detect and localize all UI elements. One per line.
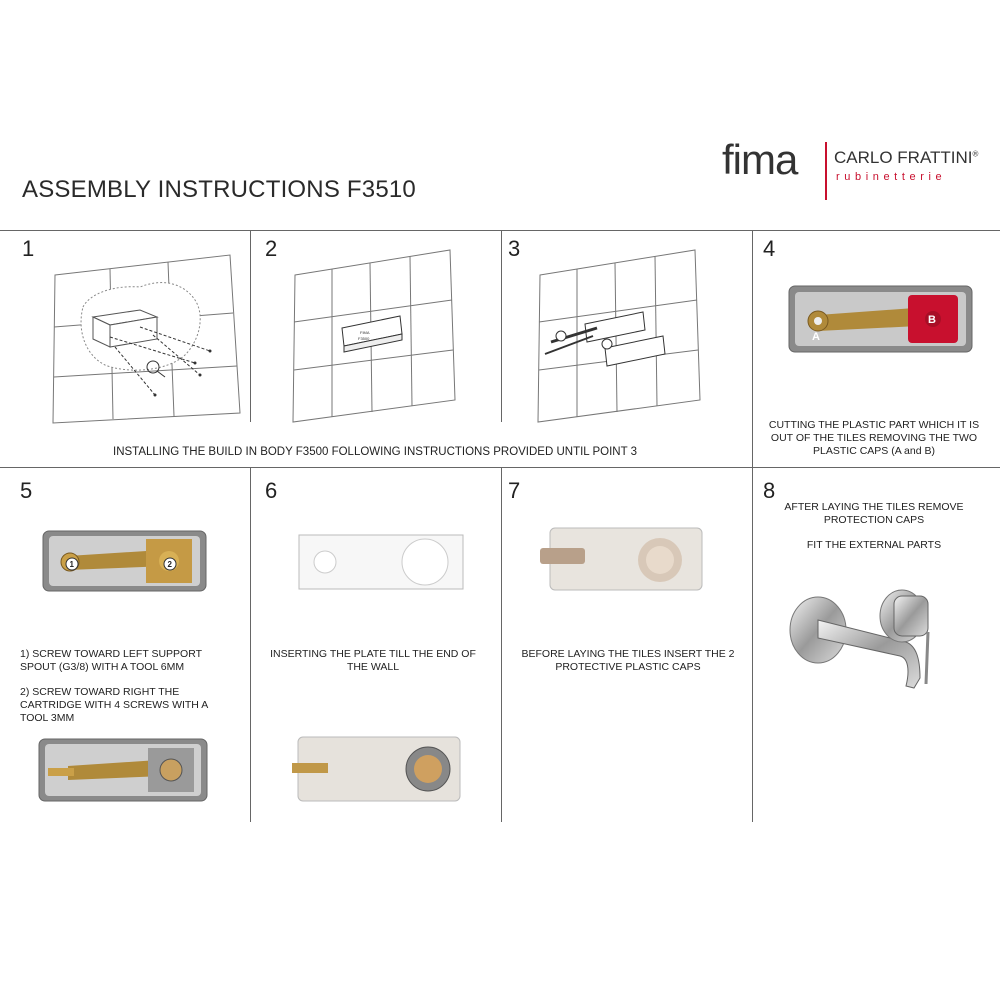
logo-subtitle: rubinetterie <box>836 171 947 183</box>
grid-line-v2-bottom <box>501 467 502 822</box>
grid-line-v3-bottom <box>752 467 753 822</box>
step-2-illustration: FIMA F3500 <box>292 249 456 423</box>
logo-brand: fima <box>722 136 798 183</box>
step-6-plate <box>298 534 464 590</box>
step-number-4: 4 <box>763 236 776 261</box>
logo-name: CARLO FRATTINI® <box>834 148 979 167</box>
step-number-6: 6 <box>265 478 278 503</box>
step-number-2: 2 <box>265 236 278 261</box>
box-label-brand: FIMA <box>360 330 370 335</box>
step-3-illustration <box>537 249 701 423</box>
row1-caption: INSTALLING THE BUILD IN BODY F3500 FOLLO… <box>113 446 637 458</box>
cap-b-label: B <box>928 314 936 326</box>
step-4-photo: A B <box>788 285 973 353</box>
step-8-faucet <box>789 589 930 689</box>
step-8-caption-1: AFTER LAYING THE TILES REMOVE PROTECTION… <box>784 501 964 526</box>
step-5-photo-top: 1 2 <box>42 530 207 592</box>
step-7-photo <box>540 527 703 591</box>
grid-line-v1-bottom <box>250 467 251 822</box>
page-title: ASSEMBLY INSTRUCTIONS F3510 <box>22 176 416 203</box>
step-6-caption: INSERTING THE PLATE TILL THE END OF THE … <box>270 648 476 673</box>
step-number-7: 7 <box>508 478 521 503</box>
step-6-photo-bottom <box>292 736 461 802</box>
step-4-caption: CUTTING THE PLASTIC PART WHICH IT IS OUT… <box>768 419 980 457</box>
grid-line-middle <box>0 467 1000 468</box>
step-7-caption: BEFORE LAYING THE TILES INSERT THE 2 PRO… <box>521 648 735 673</box>
step-number-3: 3 <box>508 236 521 261</box>
grid-line-v3-top <box>752 230 753 467</box>
step-5-caption-2: 2) SCREW TOWARD RIGHT THE CARTRIDGE WITH… <box>20 686 208 724</box>
cap-a-label: A <box>812 331 820 343</box>
step-5-caption-1: 1) SCREW TOWARD LEFT SUPPORT SPOUT (G3/8… <box>20 648 202 673</box>
grid-line-v2-top <box>501 230 502 422</box>
brand-logo: fima CARLO FRATTINI® rubinetterie <box>722 136 992 208</box>
step-number-8: 8 <box>763 478 776 503</box>
box-label-code: F3500 <box>358 336 370 341</box>
step-1-illustration <box>52 254 241 424</box>
step-5-label-1: 1 <box>70 560 75 569</box>
step-number-5: 5 <box>20 478 33 503</box>
grid-line-v1-top <box>250 230 251 422</box>
step-5-label-2: 2 <box>168 560 173 569</box>
step-5-photo-bottom <box>38 738 208 802</box>
grid-line-top <box>0 230 1000 231</box>
logo-divider <box>825 142 827 200</box>
step-number-1: 1 <box>22 236 35 261</box>
step-8-caption-2: FIT THE EXTERNAL PARTS <box>806 539 942 551</box>
